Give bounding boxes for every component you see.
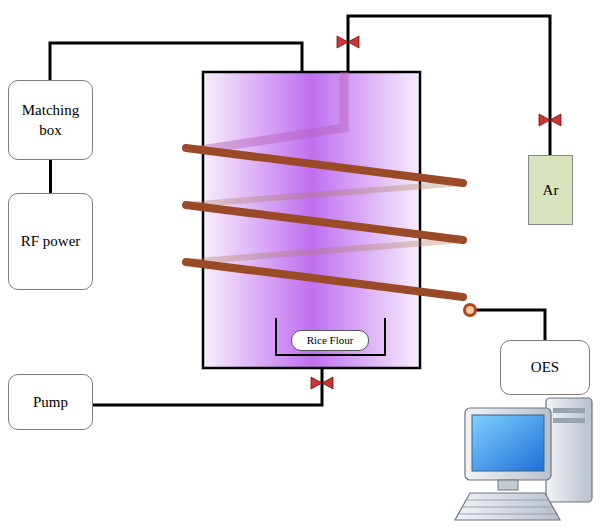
oes-port: [465, 305, 476, 316]
oes-box: OES: [500, 340, 590, 395]
node-label: Ar: [543, 180, 559, 200]
rf-power-box: RF power: [8, 193, 93, 290]
coil-back: [186, 183, 463, 262]
wires: [50, 16, 550, 405]
node-label: RF power: [21, 231, 81, 251]
sample-label: Rice Flour: [291, 330, 369, 351]
node-label: OES: [531, 357, 559, 377]
matching-box: Matching box: [8, 80, 93, 160]
computer-icon: [455, 398, 592, 520]
power-cable: [49, 160, 52, 193]
pump-box: Pump: [8, 374, 93, 430]
sample-tray: [276, 318, 385, 355]
gas-cylinder: Ar: [528, 155, 573, 225]
node-label: Pump: [33, 392, 68, 412]
node-label: Matching box: [20, 100, 82, 141]
gas-inlet-pipe: [200, 72, 344, 150]
node-label: Rice Flour: [307, 333, 354, 348]
rf-coil: [186, 148, 463, 297]
